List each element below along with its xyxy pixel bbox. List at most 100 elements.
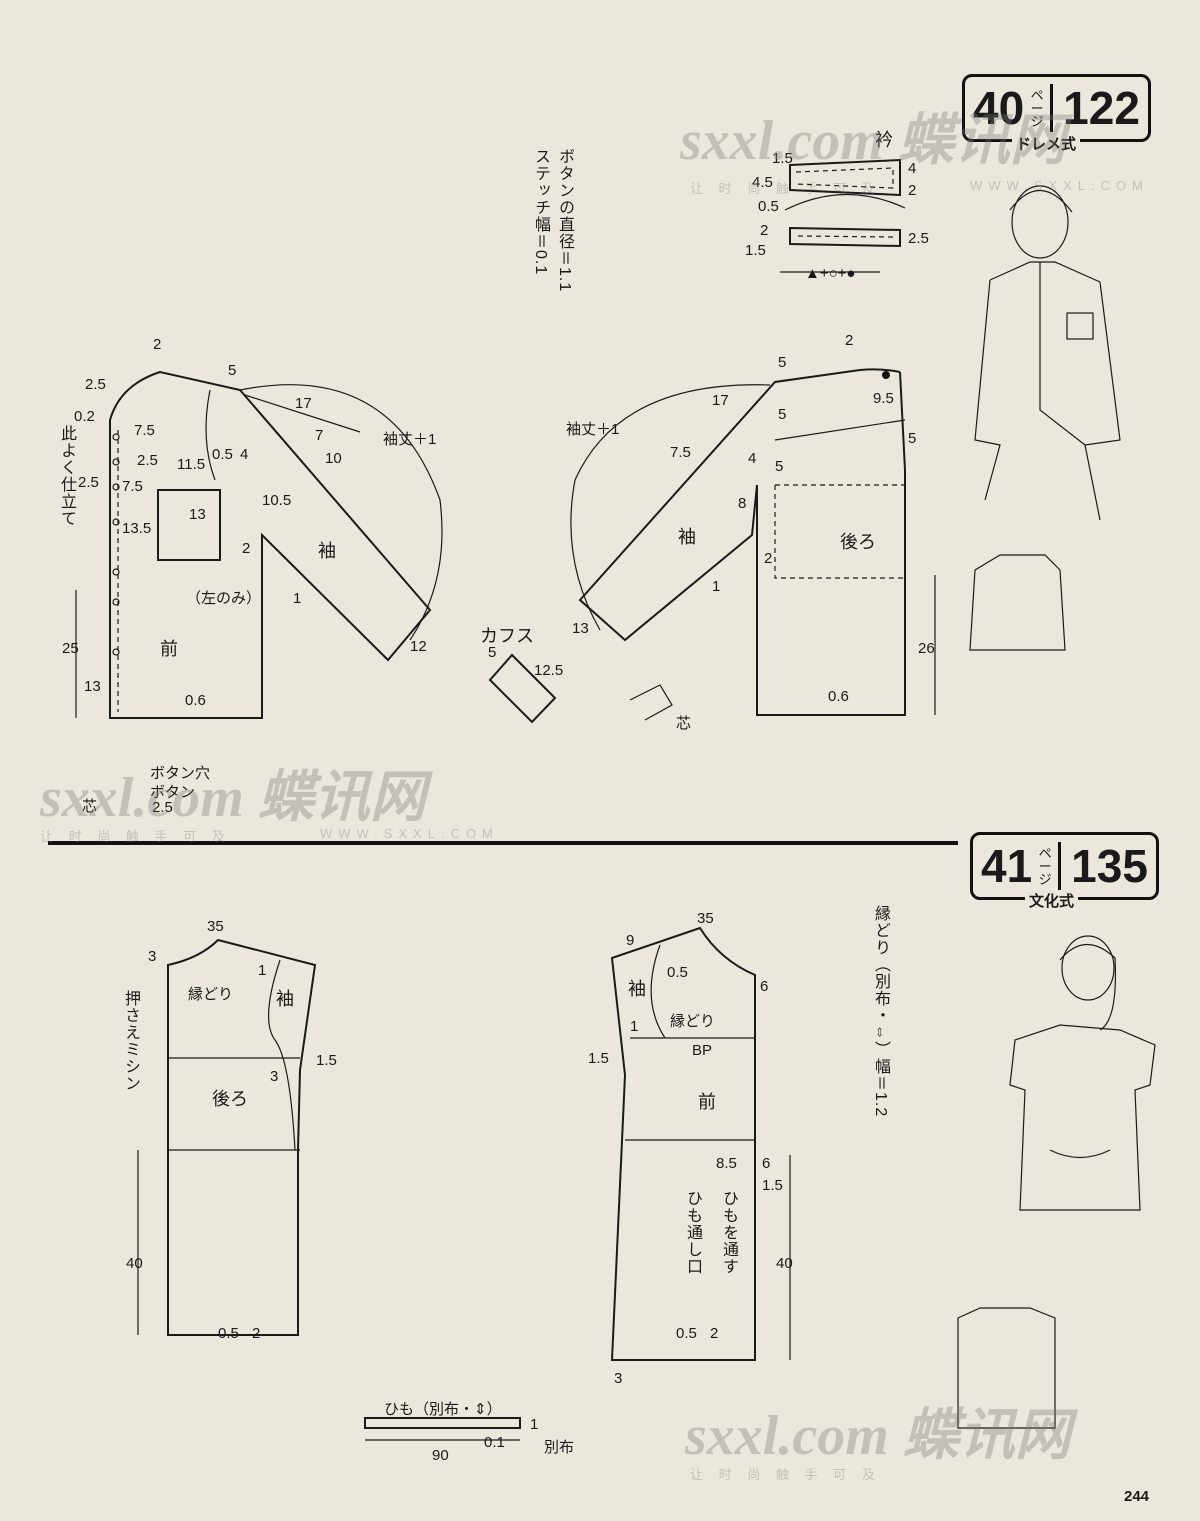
back-label: 後ろ — [840, 532, 876, 552]
watermark-url: WWW.SXXL.COM — [320, 826, 499, 841]
measure: 10.5 — [262, 492, 292, 509]
collar-legend: ▲+○+● — [805, 265, 856, 282]
pattern-badge-41: 41 ページ 135 — [970, 832, 1159, 900]
watermark-logo: sxxl.com 蝶讯网 — [680, 110, 1066, 172]
measure: 1 — [258, 962, 267, 979]
back-sleeve-length-note: 袖丈＋1 — [566, 421, 620, 438]
bust-point-label: BP — [692, 1042, 713, 1059]
core-legend: 芯 — [82, 798, 98, 815]
measure: 9.5 — [873, 390, 894, 407]
measure: 1 — [712, 578, 721, 595]
measure: 0.6 — [828, 688, 849, 705]
measure: 2.5 — [137, 452, 158, 469]
edge-stitch-note: 押さえミシン — [122, 990, 139, 1092]
measure: 4 — [240, 446, 249, 463]
tunic-illustration — [957, 935, 1156, 1429]
measure: 0.5 — [667, 964, 688, 981]
measure: 7.5 — [134, 422, 155, 439]
measure: 90 — [432, 1447, 449, 1464]
measure: 0.5 — [212, 446, 233, 463]
measure: 17 — [712, 392, 729, 409]
maker-caption: 文化式 — [1025, 890, 1079, 911]
measure: 3 — [148, 948, 157, 965]
cuffs-pattern — [488, 653, 673, 724]
measure: 2.5 — [152, 799, 173, 816]
watermark-tagline: 让 时 尚 触 手 可 及 — [690, 181, 881, 196]
collar-num: 0.5 — [758, 198, 779, 215]
measure: 1 — [630, 1018, 639, 1035]
measure: 12.5 — [534, 662, 564, 679]
measure: 40 — [776, 1255, 793, 1272]
measure: 7 — [315, 427, 324, 444]
measure: 35 — [207, 918, 224, 935]
measure: 10 — [325, 450, 342, 467]
collar-num: 2 — [760, 222, 769, 239]
measure: 13 — [572, 620, 589, 637]
measure: 1 — [293, 590, 302, 607]
measure: 1.5 — [762, 1177, 783, 1194]
measure: 2 — [764, 550, 773, 567]
badge-divider — [1050, 84, 1054, 132]
issue-number: 40 — [973, 82, 1025, 134]
collar-num: 1.5 — [745, 242, 766, 259]
measure: 3 — [270, 1068, 279, 1085]
tie-title: ひも（別布・⇕） — [384, 1401, 502, 1418]
measure: 9 — [626, 932, 635, 949]
measure: 5 — [488, 644, 497, 661]
measure: 0.6 — [185, 692, 206, 709]
front-label: 前 — [698, 1092, 716, 1112]
measure: 2 — [845, 332, 854, 349]
sleeve-length-note: 袖丈＋1 — [383, 431, 437, 448]
measure: 8 — [738, 495, 747, 512]
sleeve-label: 袖 — [276, 989, 294, 1009]
front-label: 前 — [160, 639, 178, 659]
watermark-tagline: 让 时 尚 触 手 可 及 — [40, 829, 231, 844]
page-number: 244 — [1124, 1488, 1150, 1505]
measure: 1.5 — [588, 1050, 609, 1067]
measure: 11.5 — [177, 456, 206, 473]
measure: 0.2 — [74, 408, 95, 425]
measure: 17 — [295, 395, 312, 412]
watermark-logo: sxxl.com 蝶讯网 — [40, 767, 426, 829]
tunic-back-pattern — [137, 938, 317, 1336]
measure: 0.5 — [676, 1325, 697, 1342]
front-bodice-pattern — [75, 370, 443, 719]
pocket-note: （左のみ） — [186, 590, 262, 607]
measure: 2 — [153, 336, 162, 353]
collar-title: 衿 — [875, 130, 893, 150]
page-label: ページ — [1038, 845, 1052, 887]
button-diameter-note: ボタンの直径＝1.1 — [556, 148, 573, 293]
shirt-illustration — [969, 185, 1121, 651]
separate-fabric-label: 別布 — [544, 1439, 575, 1456]
watermark-tagline: 让 时 尚 触 手 可 及 — [690, 1467, 881, 1482]
measure: 5 — [778, 406, 787, 423]
tie-pattern — [364, 1417, 521, 1441]
collar-num: 4.5 — [752, 174, 773, 191]
back-bodice-pattern — [570, 368, 936, 716]
measure: 13.5 — [122, 520, 152, 537]
collar-pattern — [780, 158, 906, 273]
measure: 2 — [252, 1325, 261, 1342]
measure: 1.5 — [316, 1052, 337, 1069]
tie-thread-note: ひもを通す — [720, 1190, 737, 1275]
measure: 5 — [775, 458, 784, 475]
measure: 2 — [242, 540, 251, 557]
measure: 3 — [614, 1370, 623, 1387]
measure: 12 — [410, 638, 427, 655]
measure: 4 — [748, 450, 757, 467]
measure: 0.5 — [218, 1325, 239, 1342]
collar-num: 2 — [908, 182, 917, 199]
cuffs-title: カフス — [480, 626, 534, 646]
front-side-note: 此よく仕立て — [58, 425, 75, 527]
page-label: ページ — [1030, 87, 1044, 129]
measure: 7.5 — [670, 444, 691, 461]
binding-label: 縁どり — [670, 1013, 716, 1030]
measure: 8.5 — [716, 1155, 737, 1172]
measure: 40 — [126, 1255, 143, 1272]
bias-binding-note: 縁どり（別布・⇔）幅＝1.2 — [872, 905, 889, 1118]
interfacing-label: 芯 — [676, 715, 692, 732]
measure: 26 — [918, 640, 935, 657]
pattern-number: 135 — [1071, 840, 1148, 892]
